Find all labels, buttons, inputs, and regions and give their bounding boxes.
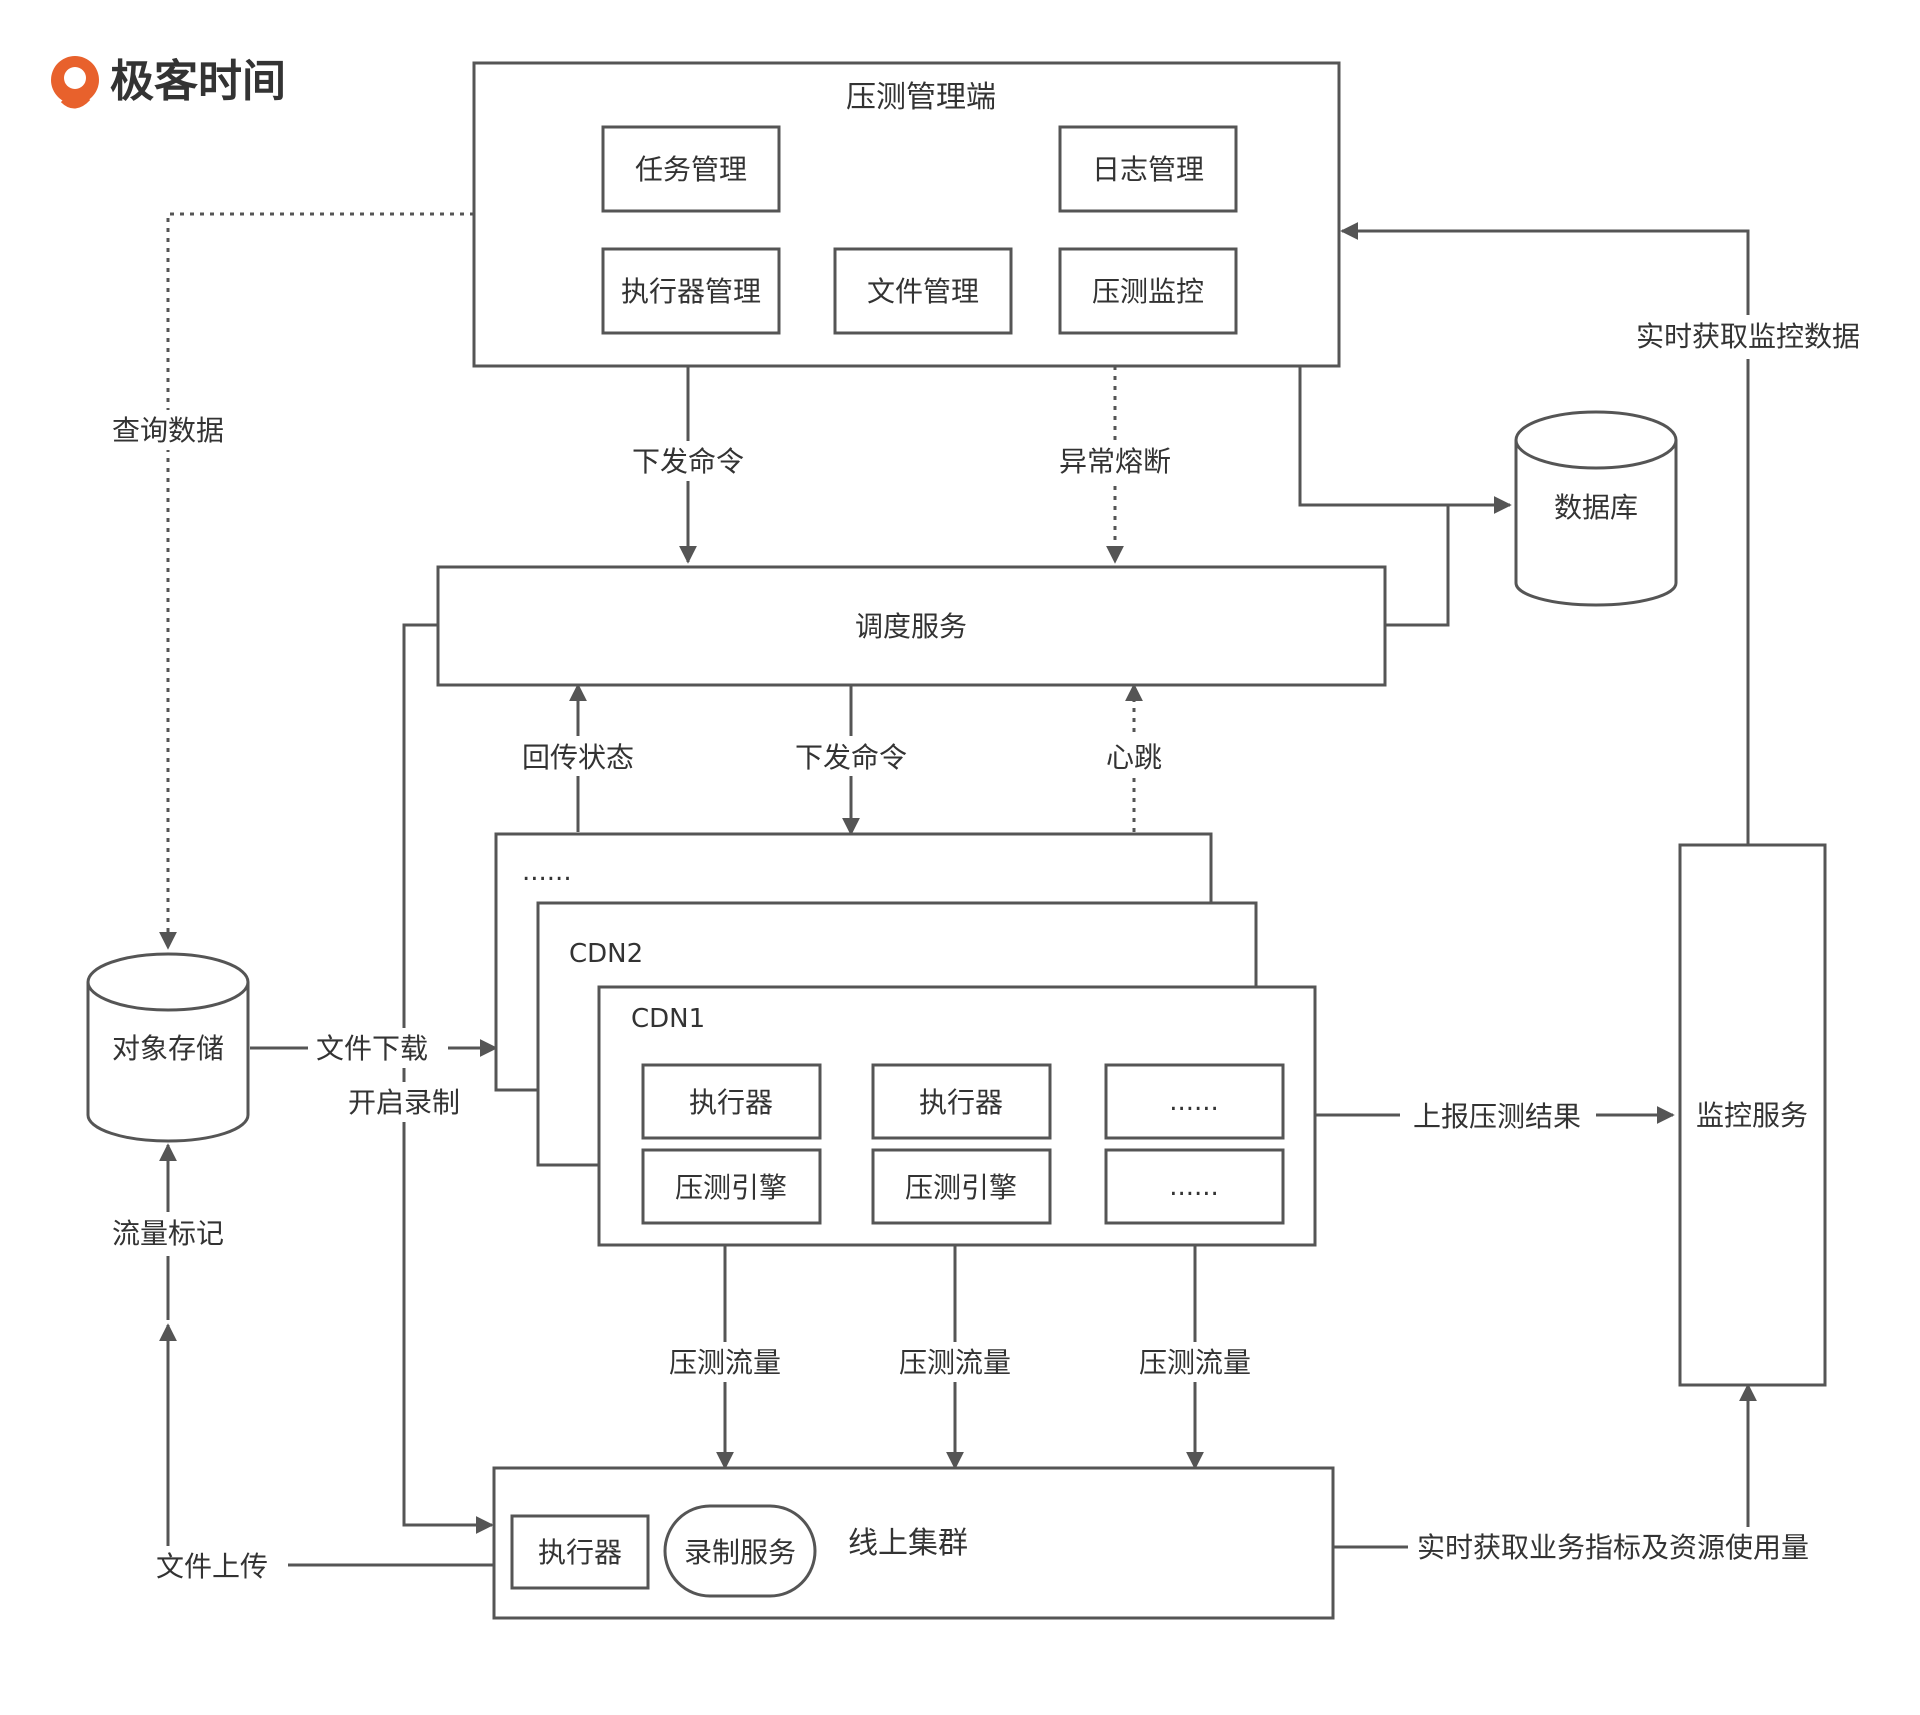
label-send-cmd-mid: 下发命令 bbox=[795, 741, 907, 774]
node-executor-2 bbox=[871, 1063, 1052, 1140]
label-load-traffic-3: 压测流量 bbox=[1139, 1346, 1251, 1379]
label-abnormal-fuse: 异常熔断 bbox=[1059, 445, 1171, 478]
node-log-mgmt-label: 日志管理 bbox=[1092, 153, 1204, 186]
edge-realtime-monitor bbox=[1340, 222, 1750, 845]
node-database-label: 数据库 bbox=[1554, 491, 1638, 524]
node-cdn2-label: CDN2 bbox=[569, 939, 643, 969]
node-executor-1 bbox=[641, 1063, 822, 1140]
edge-file-upload bbox=[159, 1323, 494, 1567]
node-record-service bbox=[663, 1504, 817, 1598]
node-cluster-executor-label: 执行器 bbox=[538, 1536, 622, 1569]
edge-scheduler-database bbox=[1385, 505, 1450, 627]
node-cluster-executor bbox=[510, 1514, 650, 1590]
node-cdn-more-label: ...... bbox=[522, 857, 572, 887]
node-log-mgmt bbox=[1058, 125, 1238, 213]
node-executor-1-label: 执行器 bbox=[689, 1086, 773, 1119]
label-load-traffic-1: 压测流量 bbox=[669, 1346, 781, 1379]
node-engine-2-label: 压测引擎 bbox=[905, 1171, 1017, 1204]
node-file-mgmt-label: 文件管理 bbox=[867, 275, 979, 308]
label-report-result: 上报压测结果 bbox=[1413, 1100, 1581, 1133]
node-executor-mgmt-label: 执行器管理 bbox=[621, 275, 761, 308]
node-monitor-service-label: 监控服务 bbox=[1696, 1099, 1808, 1132]
label-realtime-business: 实时获取业务指标及资源使用量 bbox=[1417, 1531, 1809, 1564]
label-file-upload: 文件上传 bbox=[156, 1550, 268, 1583]
node-executor-3 bbox=[1104, 1063, 1285, 1140]
node-object-storage: 对象存储 bbox=[86, 952, 250, 1143]
node-engine-3 bbox=[1104, 1148, 1285, 1225]
node-object-storage-label: 对象存储 bbox=[112, 1032, 224, 1065]
node-cdn1-label: CDN1 bbox=[631, 1004, 705, 1034]
edge-query-data bbox=[159, 212, 474, 950]
node-engine-2 bbox=[871, 1148, 1052, 1225]
label-query-data: 查询数据 bbox=[112, 414, 224, 447]
node-online-cluster-label: 线上集群 bbox=[848, 1526, 968, 1561]
node-executor-2-label: 执行器 bbox=[919, 1086, 1003, 1119]
node-executor-3-label: ...... bbox=[1169, 1087, 1219, 1117]
node-load-monitor bbox=[1058, 247, 1238, 335]
edge-start-record bbox=[402, 623, 494, 1534]
edge-mgmt-database bbox=[1298, 366, 1512, 514]
node-engine-1-label: 压测引擎 bbox=[675, 1171, 787, 1204]
brand-name: 极客时间 bbox=[110, 56, 286, 107]
label-heartbeat: 心跳 bbox=[1106, 741, 1162, 774]
node-executor-mgmt bbox=[601, 247, 781, 335]
node-load-monitor-label: 压测监控 bbox=[1092, 275, 1204, 308]
node-file-mgmt bbox=[833, 247, 1013, 335]
label-file-download: 文件下载 bbox=[316, 1032, 428, 1065]
node-monitor-service bbox=[1678, 843, 1827, 1387]
brand-logo: 极客时间 bbox=[51, 56, 286, 109]
node-mgmt-label: 压测管理端 bbox=[846, 80, 996, 115]
label-start-record: 开启录制 bbox=[348, 1086, 460, 1119]
edge-realtime-business bbox=[1333, 1383, 1757, 1549]
label-realtime-monitor: 实时获取监控数据 bbox=[1636, 320, 1860, 353]
node-task-mgmt bbox=[601, 125, 781, 213]
node-task-mgmt-label: 任务管理 bbox=[635, 153, 747, 186]
node-database: 数据库 bbox=[1514, 410, 1678, 607]
node-scheduler bbox=[436, 565, 1387, 687]
label-traffic-mark: 流量标记 bbox=[112, 1217, 224, 1250]
node-engine-1 bbox=[641, 1148, 822, 1225]
label-load-traffic-2: 压测流量 bbox=[899, 1346, 1011, 1379]
label-send-cmd-top: 下发命令 bbox=[632, 445, 744, 478]
node-engine-3-label: ...... bbox=[1169, 1172, 1219, 1202]
node-scheduler-label: 调度服务 bbox=[855, 610, 967, 643]
label-report-status: 回传状态 bbox=[522, 741, 634, 774]
node-record-service-label: 录制服务 bbox=[684, 1536, 796, 1569]
